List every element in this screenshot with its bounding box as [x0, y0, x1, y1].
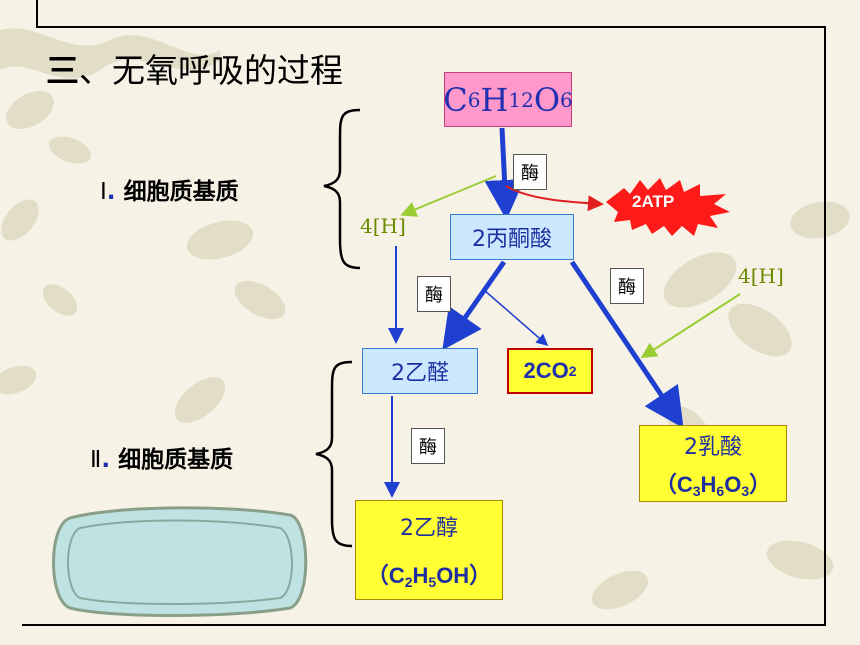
- stage-2-label: Ⅱ. 细胞质基质: [90, 447, 234, 473]
- acetaldehyde-box: 2乙醛: [362, 348, 478, 394]
- arrow-pyruvate-acetaldehyde: [442, 260, 507, 351]
- enzyme-label-1: 酶: [513, 154, 547, 190]
- enzyme-label-4: 酶: [411, 428, 445, 464]
- enzyme-label-3: 酶: [610, 268, 644, 304]
- pyruvate-box: 2丙酮酸: [450, 214, 574, 260]
- arrow-pyruvate-lactate: [569, 260, 684, 429]
- ethanol-formula: （C2H5OH）: [366, 563, 492, 590]
- frame-right: [824, 26, 826, 626]
- lactate-box: 2乳酸 （C3H6O3）: [639, 425, 787, 502]
- lactate-name: 2乳酸: [684, 434, 742, 460]
- hydrogen-label-right: 4[H]: [738, 264, 784, 288]
- frame-bottom: [22, 624, 826, 626]
- page-title: 三、无氧呼吸的过程: [46, 51, 343, 90]
- arrow-h-right: [640, 293, 741, 359]
- ethanol-name: 2乙醇: [400, 516, 458, 541]
- frame-top: [36, 26, 826, 28]
- atp-burst: [606, 178, 730, 236]
- stage-1-label: Ⅰ. 细胞质基质: [100, 179, 239, 205]
- arrow-co2: [483, 289, 549, 346]
- frame-top-left: [36, 0, 38, 28]
- hydrogen-label-left: 4[H]: [360, 214, 406, 238]
- arrow-glucose-pyruvate: [484, 127, 525, 220]
- cell-shape: [52, 506, 308, 617]
- brace-stage-2: [315, 360, 353, 548]
- brace-stage-1: [323, 108, 361, 270]
- atp-label: 2ATP: [632, 192, 675, 211]
- enzyme-label-2: 酶: [417, 276, 451, 312]
- ethanol-box: 2乙醇 （C2H5OH）: [355, 500, 503, 600]
- lactate-formula: （C3H6O3）: [654, 471, 772, 499]
- arrow-h-left: [400, 175, 497, 217]
